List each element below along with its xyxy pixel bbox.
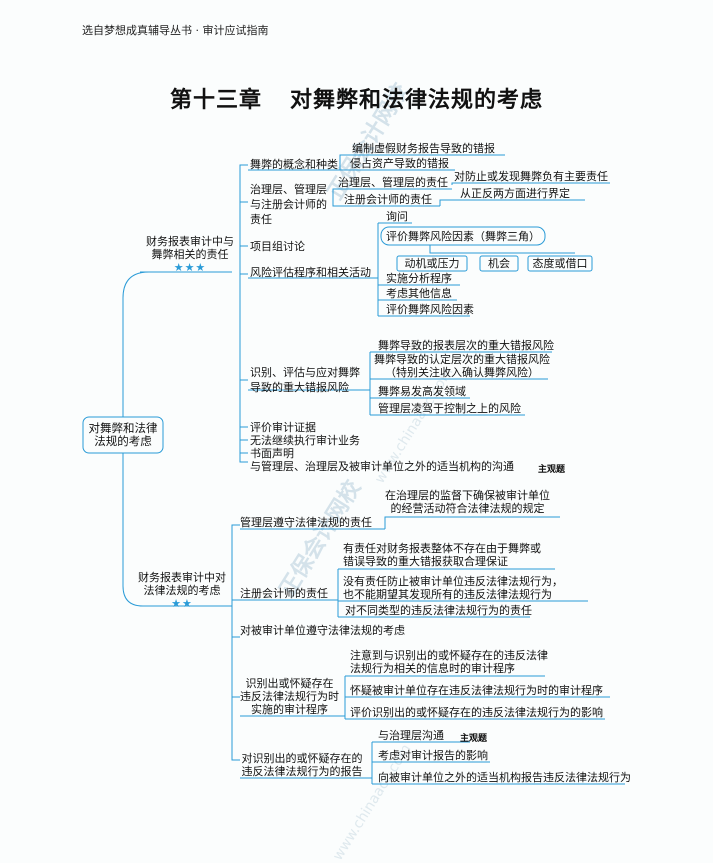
star-rating-icon-2: ★★ bbox=[171, 597, 193, 610]
chapter-title: 对舞弊和法律法规的考虑 bbox=[290, 88, 544, 113]
node-types-responsibility: 对不同类型的违反法律法规行为的责任 bbox=[345, 604, 532, 617]
branch-fraud-label: 财务报表审计中与 舞弊相关的责任 bbox=[146, 235, 234, 261]
series-header: 选自梦想成真辅导丛书 · 审计应试指南 bbox=[82, 24, 269, 37]
spine-b1 bbox=[239, 164, 248, 463]
page-title: 第十三章 对舞弊和法律法规的考虑 bbox=[0, 82, 713, 114]
node-responsibilities: 治理层、管理层 与注册会计师的 责任 bbox=[250, 183, 327, 226]
node-audit-procedures: 识别出或怀疑存在 违反法律法规行为时 实施的审计程序 bbox=[240, 677, 339, 716]
node-incentive: 动机或压力 bbox=[404, 257, 460, 270]
node-governance-oversight: 在治理层的监督下确保被审计单位 的经营活动符合法律法规的规定 bbox=[385, 489, 550, 515]
node-fraud-concept: 舞弊的概念和种类 bbox=[250, 158, 338, 171]
node-written-representations: 书面声明 bbox=[250, 447, 294, 460]
node-analytical-procedures: 实施分析程序 bbox=[386, 272, 452, 285]
node-mgmt-responsibility: 治理层、管理层的责任 bbox=[338, 176, 448, 189]
node-attitude: 态度或借口 bbox=[532, 257, 588, 270]
node-auditor-laws-responsibility: 注册会计师的责任 bbox=[240, 587, 328, 600]
branch-laws: 财务报表审计中对 法律法规的考虑 ★★ bbox=[130, 571, 234, 610]
node-reasonable-assurance: 有责任对财务报表整体不存在由于舞弊或 错误导致的重大错报获取合理保证 bbox=[343, 542, 541, 568]
subjective-question-tag-2: 主观题 bbox=[460, 734, 488, 744]
node-not-responsible-prevent: 没有责任防止被审计单位违反法律法规行为， 也不能期望其发现所有的违反法律法规行为 bbox=[343, 575, 563, 601]
node-external-reporting: 向被审计单位之外的适当机构报告违反法律法规行为 bbox=[378, 771, 631, 784]
node-evaluate-impact: 评价识别出的或怀疑存在的违反法律法规行为的影响 bbox=[350, 706, 603, 719]
node-inquiry: 询问 bbox=[386, 210, 408, 223]
connector-root-b1 bbox=[122, 271, 232, 417]
star-rating-icon: ★★★ bbox=[173, 261, 207, 274]
node-mgmt-compliance: 管理层遵守法律法规的责任 bbox=[240, 516, 372, 529]
node-risk-assessment: 风险评估程序和相关活动 bbox=[250, 266, 371, 279]
node-team-discussion: 项目组讨论 bbox=[250, 240, 305, 253]
node-compliance-consideration: 对被审计单位遵守法律法规的考虑 bbox=[240, 624, 405, 637]
node-audit-report-impact: 考虑对审计报告的影响 bbox=[378, 749, 488, 762]
node-info-procedures: 注意到与识别出的或怀疑存在的违反法律 法规行为相关的信息时的审计程序 bbox=[350, 649, 548, 675]
node-auditor-responsibility: 注册会计师的责任 bbox=[344, 193, 432, 206]
branch-fraud: 财务报表审计中与 舞弊相关的责任 ★★★ bbox=[140, 235, 240, 274]
node-false-reporting: 编制虚假财务报告导致的错报 bbox=[352, 142, 495, 155]
node-communication: 与管理层、治理层及被审计单位之外的适当机构的沟通 bbox=[250, 460, 514, 473]
node-other-info: 考虑其他信息 bbox=[386, 287, 452, 300]
subjective-question-tag: 主观题 bbox=[538, 465, 566, 475]
node-primary-responsibility: 对防止或发现舞弊负有主要责任 bbox=[454, 170, 608, 183]
node-identify-assess-respond: 识别、评估与应对舞弊 导致的重大错报风险 bbox=[250, 366, 360, 394]
root-node: 对舞弊和法律 法规的考虑 bbox=[88, 421, 158, 448]
node-two-sides: 从正反两方面进行界定 bbox=[460, 187, 570, 200]
connector-root-b2 bbox=[122, 453, 232, 607]
node-evaluate-evidence: 评价审计证据 bbox=[250, 421, 316, 434]
node-fs-level-risk: 舞弊导致的报表层次的重大错报风险 bbox=[378, 339, 554, 352]
branch-laws-label: 财务报表审计中对 法律法规的考虑 bbox=[138, 571, 226, 597]
node-opportunity: 机会 bbox=[488, 257, 510, 270]
node-suspect-procedures: 怀疑被审计单位存在违反法律法规行为时的审计程序 bbox=[350, 684, 603, 697]
spine-b2 bbox=[231, 524, 240, 761]
node-reporting: 对识别出的或怀疑存在的 违反法律法规行为的报告 bbox=[241, 752, 363, 778]
node-assertion-level-risk: 舞弊导致的认定层次的重大错报风险 （特别关注收入确认舞弊风险） bbox=[374, 353, 550, 379]
node-asset-misappropriation: 侵占资产导致的错报 bbox=[350, 157, 449, 170]
node-management-override: 管理层凌驾于控制之上的风险 bbox=[378, 402, 521, 415]
node-evaluate-risk-factors: 评价舞弊风险因素 bbox=[386, 303, 474, 316]
node-high-risk-areas: 舞弊易发高发领域 bbox=[378, 385, 466, 398]
node-tcwg-communication: 与治理层沟通 bbox=[378, 729, 444, 742]
node-unable-to-continue: 无法继续执行审计业务 bbox=[250, 434, 360, 447]
chapter-number: 第十三章 bbox=[169, 88, 262, 113]
node-fraud-triangle: 评价舞弊风险因素（舞弊三角） bbox=[386, 230, 540, 243]
